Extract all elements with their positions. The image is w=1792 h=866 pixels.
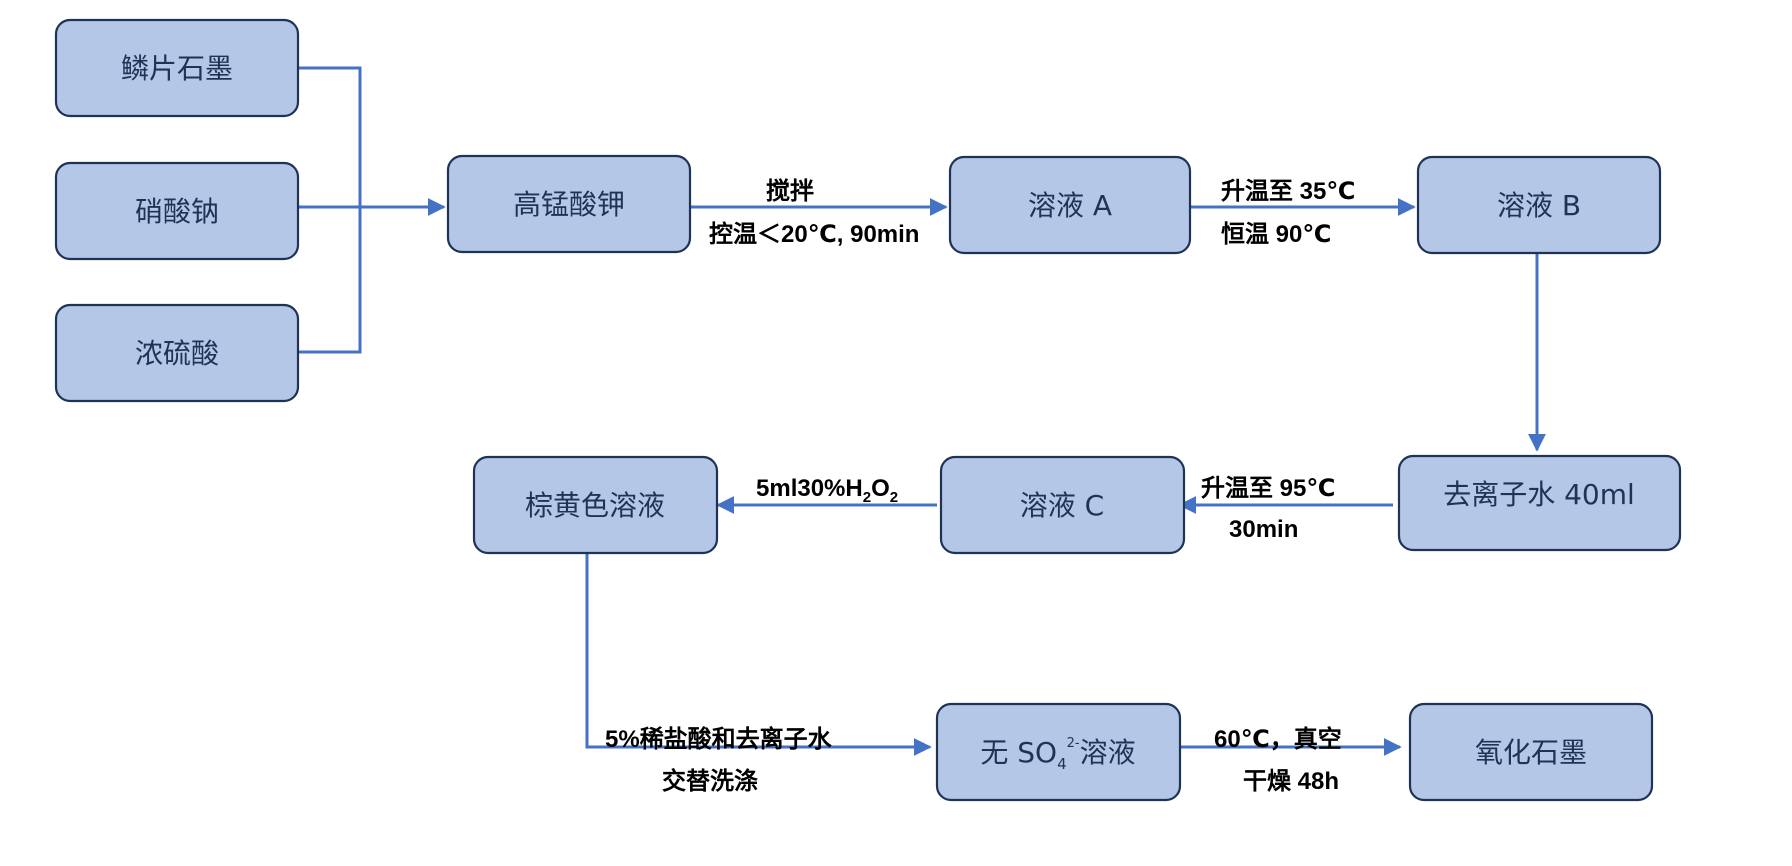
node-graphite-oxide: 氧化石墨	[1408, 702, 1654, 802]
node-sulfate-free-solution-label: 无 SO42-溶液	[980, 736, 1135, 773]
h2o2-sub1: 2	[863, 489, 871, 506]
label-h2o2: 5ml30%H2O2	[756, 475, 898, 506]
node-conc-sulfuric-acid-label: 浓硫酸	[135, 337, 219, 370]
label-temp-control: 控温＜20℃, 90min	[709, 220, 919, 248]
node-solution-b-label: 溶液 B	[1497, 189, 1581, 222]
arrow-to-sulfate-free-solution	[585, 553, 932, 756]
node-deionized-water-label: 去离子水 40ml	[1443, 478, 1635, 511]
node-flake-graphite-label: 鳞片石墨	[121, 52, 233, 85]
node-solution-c-label: 溶液 C	[1020, 489, 1104, 522]
label-hold-90: 恒温 90℃	[1221, 221, 1331, 248]
sulfate-subscript: 4	[1057, 755, 1067, 773]
label-wash-agents: 5%稀盐酸和去离子水	[605, 725, 833, 753]
sulfate-free-prefix: 无 SO	[980, 736, 1057, 769]
node-potassium-permanganate: 高锰酸钾	[446, 154, 692, 254]
connector-conc-sulfuric-merge	[298, 207, 362, 354]
node-brown-yellow-solution: 棕黄色溶液	[472, 455, 719, 555]
node-flake-graphite: 鳞片石墨	[54, 18, 300, 118]
label-time-30: 30min	[1229, 516, 1298, 543]
label-dry-time: 干燥 48h	[1243, 768, 1339, 795]
h2o2-sub2: 2	[890, 489, 898, 506]
node-solution-c: 溶液 C	[939, 455, 1186, 555]
label-dry-temp: 60℃，真空	[1214, 725, 1342, 753]
connector-flake-graphite-merge	[298, 66, 362, 207]
label-heat-to-95: 升温至 95℃	[1201, 475, 1335, 502]
sulfate-free-suffix: 溶液	[1080, 736, 1136, 769]
node-solution-b: 溶液 B	[1416, 155, 1662, 255]
node-solution-a-label: 溶液 A	[1028, 189, 1112, 222]
label-heat-to-35: 升温至 35℃	[1221, 178, 1355, 205]
h2o2-prefix: 5ml30%H	[756, 475, 863, 502]
node-deionized-water: 去离子水 40ml	[1397, 454, 1682, 552]
node-sulfate-free-solution: 无 SO42-溶液	[935, 702, 1182, 802]
sulfate-superscript: 2-	[1067, 736, 1080, 751]
node-sodium-nitrate-label: 硝酸钠	[135, 195, 219, 228]
node-brown-yellow-solution-label: 棕黄色溶液	[525, 489, 665, 522]
h2o2-mid: O	[871, 475, 890, 502]
node-graphite-oxide-label: 氧化石墨	[1475, 736, 1587, 769]
node-conc-sulfuric-acid: 浓硫酸	[54, 303, 300, 403]
label-wash-alternate: 交替洗涤	[662, 767, 758, 795]
connectors	[298, 66, 1546, 756]
label-stir: 搅拌	[766, 177, 814, 205]
node-solution-a: 溶液 A	[948, 155, 1192, 255]
edge-labels: 搅拌 控温＜20℃, 90min 升温至 35℃ 恒温 90℃ 升温至 95℃ …	[605, 177, 1355, 795]
node-potassium-permanganate-label: 高锰酸钾	[513, 188, 625, 221]
node-sodium-nitrate: 硝酸钠	[54, 161, 300, 261]
